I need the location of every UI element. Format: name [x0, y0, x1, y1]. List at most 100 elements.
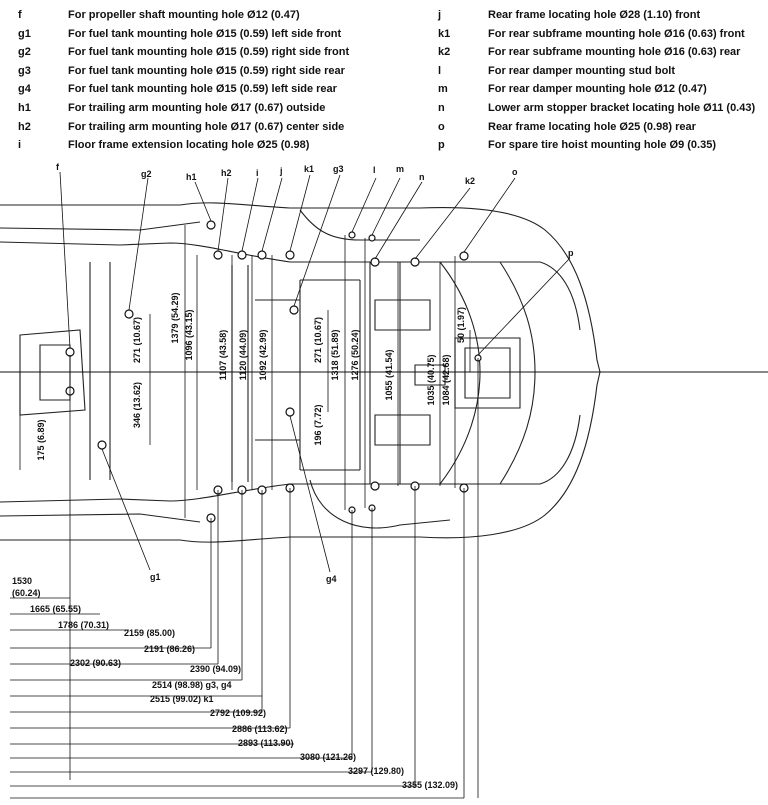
horizontal-dim-label: (60.24): [12, 588, 41, 598]
vertical-dim-label: 1055 (41.54): [384, 349, 394, 400]
callout-i: i: [256, 168, 259, 178]
callout-n: n: [419, 172, 425, 182]
callout-h2: h2: [221, 168, 232, 178]
callout-k2: k2: [465, 176, 475, 186]
vertical-dim-label: 1096 (43.15): [184, 309, 194, 360]
vertical-dim-label: 1035 (40.75): [426, 354, 436, 405]
legend-description: For trailing arm mounting hole Ø17 (0.67…: [68, 102, 326, 114]
vertical-dim-label: 1120 (44.09): [238, 330, 248, 381]
legend-code: l: [438, 64, 442, 77]
callout-g1: g1: [150, 572, 161, 582]
legend-description: For rear damper mounting hole Ø12 (0.47): [488, 83, 707, 96]
legend-code: k2: [438, 46, 451, 59]
legend-description: For propeller shaft mounting hole Ø12 (0…: [68, 9, 300, 21]
body-outline: [0, 202, 601, 543]
legend-item-n: n Lower arm stopper bracket locating hole…: [438, 102, 763, 118]
callout-m: m: [396, 164, 404, 174]
legend-code: h2: [18, 120, 31, 133]
legend-item-p: p For spare tire hoist mounting hole Ø9 (…: [438, 139, 763, 155]
callout-h1: h1: [186, 172, 197, 182]
legend-code: m: [438, 83, 448, 96]
horizontal-dim-label: 2792 (109.92): [210, 708, 266, 718]
horizontal-dim-label: 1530: [12, 576, 32, 586]
legend-description: Rear frame locating hole Ø28 (1.10) fron…: [488, 9, 701, 21]
callout-p: p: [568, 248, 574, 258]
callout-j: j: [279, 166, 283, 176]
vertical-dim-label: 346 (13.62): [132, 382, 142, 428]
legend-code: i: [18, 139, 22, 152]
vertical-dim-label: 1318 (51.89): [330, 329, 340, 380]
legend-code: n: [438, 102, 445, 114]
vertical-dim-labels: 175 (6.89) 271 (10.67) 346 (13.62) 1379 (54…: [36, 292, 466, 460]
legend-description: For trailing arm mounting hole Ø17 (0.67…: [68, 120, 345, 133]
vertical-dim-label: 50 (1.97): [456, 307, 466, 343]
vertical-dim-label: 1107 (43.58): [218, 330, 228, 381]
legend-item-h1: h1 For trailing arm mounting hole Ø17 (0.…: [18, 102, 398, 118]
legend-item-h2: h2 For trailing arm mounting hole Ø17 (0.…: [18, 121, 398, 137]
horizontal-dim-labels: 1530 (60.24) 1665 (65.55) 1786 (70.31) 2159 …: [12, 576, 458, 790]
legend-description: Lower arm stopper bracket locating hole …: [488, 102, 756, 114]
legend-right: j Rear frame locating hole Ø28 (1.10) fro…: [438, 9, 763, 151]
horizontal-dim-label: 3080 (121.26): [300, 752, 356, 762]
legend-code: p: [438, 139, 445, 152]
legend-description: For rear damper mounting stud bolt: [488, 64, 676, 77]
legend-code: h1: [18, 102, 31, 114]
legend-description: For spare tire hoist mounting hole Ø9 (0…: [488, 139, 716, 152]
legend-code: k1: [438, 27, 451, 40]
legend-code: g4: [18, 83, 31, 96]
horizontal-dim-label: 2893 (113.90): [238, 738, 294, 748]
vertical-dim-label: 1379 (54.29): [170, 292, 180, 343]
vertical-dim-lines: [19, 225, 471, 780]
vertical-dim-label: 196 (7.72): [313, 404, 323, 445]
legend-code: g2: [18, 46, 31, 59]
legend-description: For fuel tank mounting hole Ø15 (0.59) r…: [68, 64, 345, 77]
horizontal-dim-label: 2514 (98.98) g3, g4: [152, 680, 232, 690]
horizontal-dim-label: 2886 (113.62): [232, 724, 288, 734]
vertical-dim-label: 1092 (42.99): [258, 329, 268, 380]
callout-g3: g3: [333, 164, 344, 174]
callout-g4: g4: [326, 574, 337, 584]
legend-description: For rear subframe mounting hole Ø16 (0.6…: [488, 46, 741, 59]
legend-description: Floor frame extension locating hole Ø25 …: [68, 139, 310, 152]
legend-description: For fuel tank mounting hole Ø15 (0.59) r…: [68, 46, 350, 59]
horizontal-dim-label: 2515 (99.02) k1: [150, 694, 214, 704]
legend-description: For fuel tank mounting hole Ø15 (0.59) l…: [68, 27, 342, 40]
callout-o: o: [512, 167, 518, 177]
legend-item-g2: g2 For fuel tank mounting hole Ø15 (0.59)…: [18, 46, 398, 62]
horizontal-dim-label: 2159 (85.00): [124, 628, 175, 638]
legend-item-k1: k1 For rear subframe mounting hole Ø16 (0…: [438, 28, 763, 44]
horizontal-dim-label: 2191 (86.26): [144, 644, 195, 654]
vertical-dim-label: 271 (10.67): [313, 317, 323, 363]
legend-code: g3: [18, 64, 31, 77]
legend-item-i: i Floor frame extension locating hole Ø25…: [18, 139, 398, 155]
callout-k1: k1: [304, 164, 314, 174]
legend-item-g4: g4 For fuel tank mounting hole Ø15 (0.59)…: [18, 83, 398, 99]
horizontal-dim-label: 3297 (129.80): [348, 766, 404, 776]
callout-labels: f g2 h1 h2 i j k1 g3 l m n k2 o p g1 g4: [56, 162, 574, 584]
horizontal-dim-label: 2390 (94.09): [190, 664, 241, 674]
legend-code: f: [18, 9, 22, 21]
vertical-dim-label: 175 (6.89): [36, 419, 46, 460]
legend-code: j: [438, 9, 442, 21]
callout-g2: g2: [141, 169, 152, 179]
vertical-dim-label: 1276 (50.24): [350, 329, 360, 380]
horizontal-dim-label: 3355 (132.09): [402, 780, 458, 790]
horizontal-dim-label: 1786 (70.31): [58, 620, 109, 630]
horizontal-dim-label: 2302 (90.63): [70, 658, 121, 668]
callout-l: l: [373, 165, 376, 175]
legend-left: f For propeller shaft mounting hole Ø12 (…: [18, 9, 398, 151]
horizontal-dim-lines: [10, 358, 479, 799]
legend-item-j: j Rear frame locating hole Ø28 (1.10) fro…: [438, 9, 763, 25]
legend-item-k2: k2 For rear subframe mounting hole Ø16 (0…: [438, 46, 763, 62]
legend-description: For rear subframe mounting hole Ø16 (0.6…: [488, 27, 745, 40]
legend-item-m: m For rear damper mounting hole Ø12 (0.47…: [438, 83, 763, 99]
legend-description: For fuel tank mounting hole Ø15 (0.59) l…: [68, 83, 337, 96]
legend-item-f: f For propeller shaft mounting hole Ø12 (…: [18, 9, 398, 25]
horizontal-dim-label: 1665 (65.55): [30, 604, 81, 614]
vertical-dim-label: 1084 (42.68): [441, 354, 451, 405]
legend-item-g3: g3 For fuel tank mounting hole Ø15 (0.59)…: [18, 65, 398, 81]
callout-leaders: [59, 171, 571, 573]
